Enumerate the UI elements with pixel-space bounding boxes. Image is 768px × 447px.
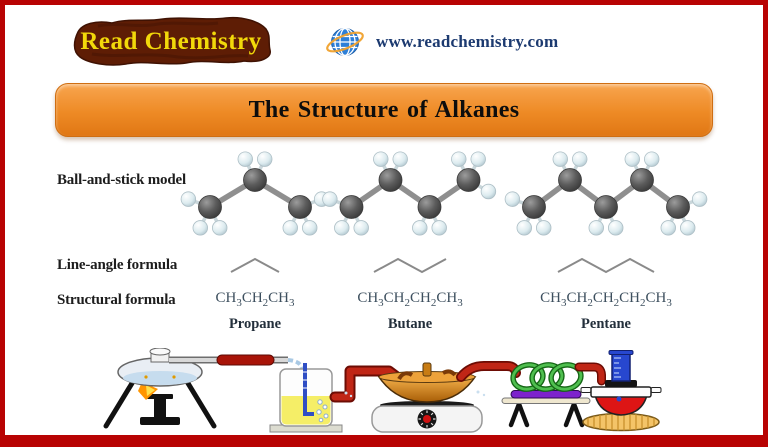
line-angle-formula-propane [230,257,280,273]
page-title: The Structure of Alkanes [248,96,520,123]
flask-on-tripod-with-burner [103,348,217,429]
collection-dish-with-measuring-cylinder [580,350,662,432]
gas-collection-bottle [269,363,343,433]
bottom-red-bar [5,435,763,442]
structural-formula-pentane: CH3CH2CH2CH2CH3 [540,290,672,309]
green-coil [510,362,584,392]
line-angle-formula-pentane [557,257,655,274]
delivery-tube-with-hot-zone [169,354,304,370]
website-url: www.readchemistry.com [376,32,559,51]
read-chemistry-logo: Read Chemistry [73,16,271,66]
title-banner: The Structure of Alkanes [55,83,713,137]
molecule-column-butane: CH3CH2CH2CH3 Butane [322,140,497,345]
logo-splash-background [73,16,271,66]
molecule-name-pentane: Pentane [581,316,631,332]
gas-bubbles [316,399,329,423]
pipe-dish-to-coil [456,361,521,382]
structural-formula-propane: CH3CH2CH3 [215,290,295,309]
row-label-structural: Structural formula [57,292,176,308]
structural-formula-butane: CH3CH2CH2CH3 [357,290,463,309]
lab-apparatus-illustration [103,348,662,433]
ball-and-stick-model-propane [180,151,330,236]
logo-text: Read Chemistry [80,28,261,55]
ball-and-stick-model-butane [322,151,497,236]
evaporating-dish-on-hotplate [371,362,483,433]
row-label-line-angle: Line-angle formula [57,257,178,273]
globe-icon [326,27,364,57]
pipe-coil-to-collection-dish [574,362,606,386]
line-angle-formula-butane [373,257,447,274]
molecule-column-propane: CH3CH2CH3 Propane [178,140,332,345]
molecule-name-propane: Propane [228,316,282,332]
molecule-name-butane: Butane [387,316,433,332]
website-line: www.readchemistry.com [325,22,558,62]
ball-and-stick-model-pentane [504,151,708,236]
molecule-column-pentane: CH3CH2CH2CH2CH3 Pentane [504,140,708,345]
coil-condenser-on-stand [501,362,591,428]
row-label-ball-and-stick: Ball-and-stick model [57,172,186,188]
vapor-droplets [344,390,486,398]
